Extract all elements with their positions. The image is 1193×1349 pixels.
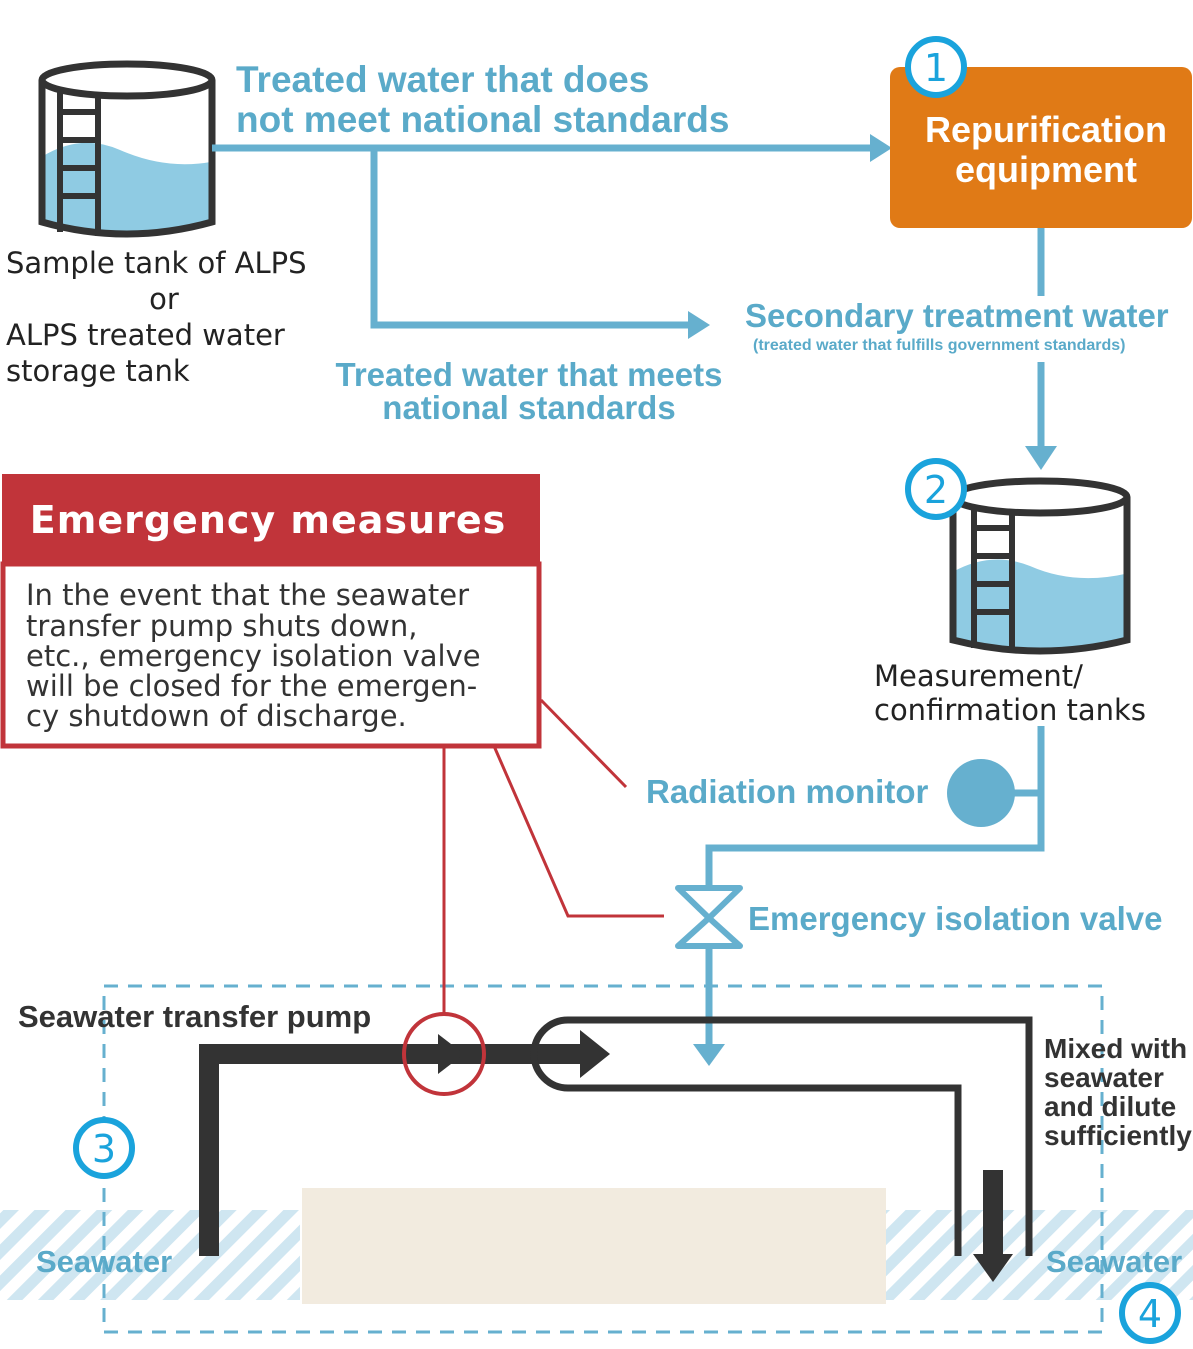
arrow-meets-standards bbox=[688, 311, 710, 339]
not-meet-standards-label-line2: not meet national standards bbox=[236, 99, 729, 140]
pipe-to-repurification bbox=[212, 144, 1045, 446]
discharge-pipe bbox=[705, 726, 1045, 1046]
badge-2: 2 bbox=[905, 458, 967, 520]
seawater-right-label: Seawater bbox=[1046, 1244, 1182, 1279]
not-meet-standards-label-line1: Treated water that does bbox=[236, 59, 649, 100]
arrow-to-measurement-tanks bbox=[1025, 446, 1057, 470]
repurification-equipment-box bbox=[890, 67, 1192, 228]
sample-tank-label-line3: ALPS treated water bbox=[6, 318, 285, 352]
arrow-to-repurification bbox=[870, 134, 892, 162]
measurement-tank-label-line2: confirmation tanks bbox=[874, 693, 1146, 727]
radiation-monitor-label: Radiation monitor bbox=[646, 773, 928, 810]
measurement-confirmation-tank bbox=[949, 477, 1131, 655]
sample-tank-label-line2: or bbox=[149, 282, 179, 316]
repurification-label-line2: equipment bbox=[955, 149, 1137, 190]
emergency-isolation-valve-icon bbox=[675, 885, 743, 949]
emergency-body-line5: cy shutdown of discharge. bbox=[26, 699, 407, 733]
emergency-body-line4: will be closed for the emergen- bbox=[26, 669, 477, 703]
secondary-water-label-line1: Secondary treatment water bbox=[745, 297, 1169, 334]
seawater-left-label: Seawater bbox=[36, 1244, 172, 1279]
badge-3-label: 3 bbox=[92, 1127, 116, 1171]
measurement-tank-label-line1: Measurement/ bbox=[874, 659, 1083, 693]
badge-2-label: 2 bbox=[924, 468, 948, 512]
emergency-measures-title: Emergency measures bbox=[30, 498, 506, 542]
emergency-body-line3: etc., emergency isolation valve bbox=[26, 639, 481, 673]
badge-1: 1 bbox=[905, 36, 967, 98]
seawater-transfer-pump-label: Seawater transfer pump bbox=[18, 999, 371, 1034]
ground-block bbox=[302, 1188, 886, 1304]
badge-4-label: 4 bbox=[1138, 1292, 1162, 1336]
badge-4: 4 bbox=[1119, 1282, 1181, 1344]
badge-3: 3 bbox=[73, 1117, 135, 1179]
badge-1-label: 1 bbox=[924, 46, 948, 90]
emergency-callout-lines bbox=[442, 698, 664, 1014]
emergency-body-line2: transfer pump shuts down, bbox=[26, 609, 417, 643]
meets-standards-label-line1: Treated water that meets bbox=[336, 356, 723, 393]
mixed-label-line3: and dilute bbox=[1044, 1091, 1176, 1122]
mixed-label-line1: Mixed with bbox=[1044, 1033, 1187, 1064]
secondary-water-label-line2: (treated water that fulfills government … bbox=[753, 337, 1126, 354]
sample-tank-label-line1: Sample tank of ALPS bbox=[6, 246, 307, 280]
repurification-label-line1: Repurification bbox=[925, 109, 1167, 150]
isolation-valve-label: Emergency isolation valve bbox=[748, 900, 1163, 937]
sample-tank-label-line4: storage tank bbox=[6, 354, 190, 388]
emergency-body-line1: In the event that the seawater bbox=[26, 578, 469, 612]
mixed-label-line2: seawater bbox=[1044, 1062, 1164, 1093]
seawater-band-left bbox=[0, 1210, 300, 1300]
arrow-into-seawater-pipe bbox=[693, 1044, 725, 1066]
mixed-label-line4: sufficiently bbox=[1044, 1120, 1192, 1151]
seawater-transfer-pump-icon bbox=[402, 1012, 486, 1096]
meets-standards-label-line2: national standards bbox=[382, 389, 675, 426]
sample-tank bbox=[38, 60, 216, 238]
radiation-monitor-icon bbox=[947, 759, 1015, 827]
emergency-measures-box bbox=[0, 474, 542, 749]
